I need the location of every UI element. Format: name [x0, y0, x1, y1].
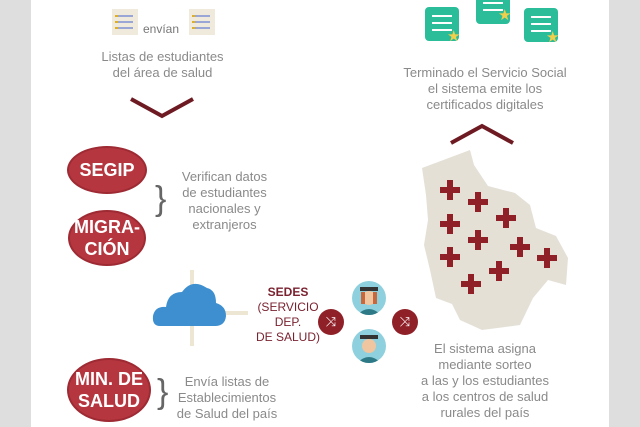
text-line: certificados digitales — [426, 97, 544, 112]
text-line: de estudiantes — [182, 185, 267, 200]
text-line: DEP. — [274, 315, 302, 329]
text-line: DE SALUD) — [255, 330, 320, 344]
text-line: el sistema emite los — [427, 81, 543, 96]
certificates-text: Terminado el Servicio Social el sistema … — [390, 65, 580, 113]
health-cross-icon — [510, 237, 530, 257]
assign-text: El sistema asigna mediante sorteo a las … — [410, 341, 560, 421]
health-cross-icon — [496, 208, 516, 228]
certificate-icon: ★ — [476, 0, 511, 24]
student-lists-text: Listas de estudiantes del área de salud — [80, 49, 245, 81]
brace-icon: } — [155, 180, 167, 218]
text-line: MIGRA- — [74, 217, 140, 237]
text-line: CIÓN — [84, 239, 130, 259]
text-line: del área de salud — [112, 65, 213, 80]
text-line: El sistema asigna — [434, 341, 536, 356]
text-line: Envía listas de — [184, 374, 270, 389]
text-line: Listas de estudiantes — [101, 49, 224, 64]
text-line: extranjeros — [192, 217, 257, 232]
text-line: nacionales y — [188, 201, 261, 216]
certificate-icon: ★ — [524, 8, 559, 45]
health-cross-icon — [468, 230, 488, 250]
health-cross-icon — [440, 180, 460, 200]
text-line: Verifican datos — [181, 169, 268, 184]
health-cross-icon — [440, 214, 460, 234]
list-icon — [189, 9, 215, 35]
text-line: rurales del país — [440, 405, 530, 420]
health-cross-icon — [468, 192, 488, 212]
list-icon — [112, 9, 138, 35]
left-margin — [0, 0, 31, 427]
sedes-label: SEDES (SERVICIO DEP. DE SALUD) — [250, 285, 326, 345]
text-line: MIN. DE — [74, 369, 143, 389]
shuffle-icon: ⤨ — [392, 309, 418, 335]
health-cross-icon — [440, 247, 460, 267]
cloud-icon — [152, 270, 248, 346]
min-salud-text: Envía listas de Establecimientos de Salu… — [172, 374, 282, 422]
health-cross-icon — [537, 248, 557, 268]
health-cross-icon — [489, 261, 509, 281]
sedes-title: SEDES — [267, 285, 309, 299]
migracion-badge: MIGRA-CIÓN — [68, 210, 146, 266]
text-line: SALUD — [77, 391, 140, 411]
shuffle-icon: ⤨ — [318, 309, 344, 335]
graduate-avatar — [352, 329, 386, 363]
graduate-avatar — [352, 281, 386, 315]
health-cross-icon — [461, 274, 481, 294]
text-line: a las y los estudiantes — [421, 373, 549, 388]
chevron-down-icon — [130, 97, 194, 119]
segip-label: SEGIP — [79, 160, 135, 180]
brace-icon: } — [157, 373, 169, 411]
certificate-icon: ★ — [425, 7, 460, 44]
segip-badge: SEGIP — [67, 146, 147, 194]
right-margin — [609, 0, 640, 427]
text-line: (SERVICIO — [257, 300, 319, 314]
text-line: Establecimientos — [177, 390, 277, 405]
sends-label: envían — [143, 22, 180, 36]
text-line: Terminado el Servicio Social — [403, 65, 567, 80]
text-line: mediante sorteo — [438, 357, 532, 372]
text-line: a los centros de salud — [421, 389, 549, 404]
verify-text: Verifican datos de estudiantes nacionale… — [172, 169, 277, 233]
text-line: de Salud del país — [176, 406, 278, 421]
chevron-up-icon — [450, 123, 514, 145]
